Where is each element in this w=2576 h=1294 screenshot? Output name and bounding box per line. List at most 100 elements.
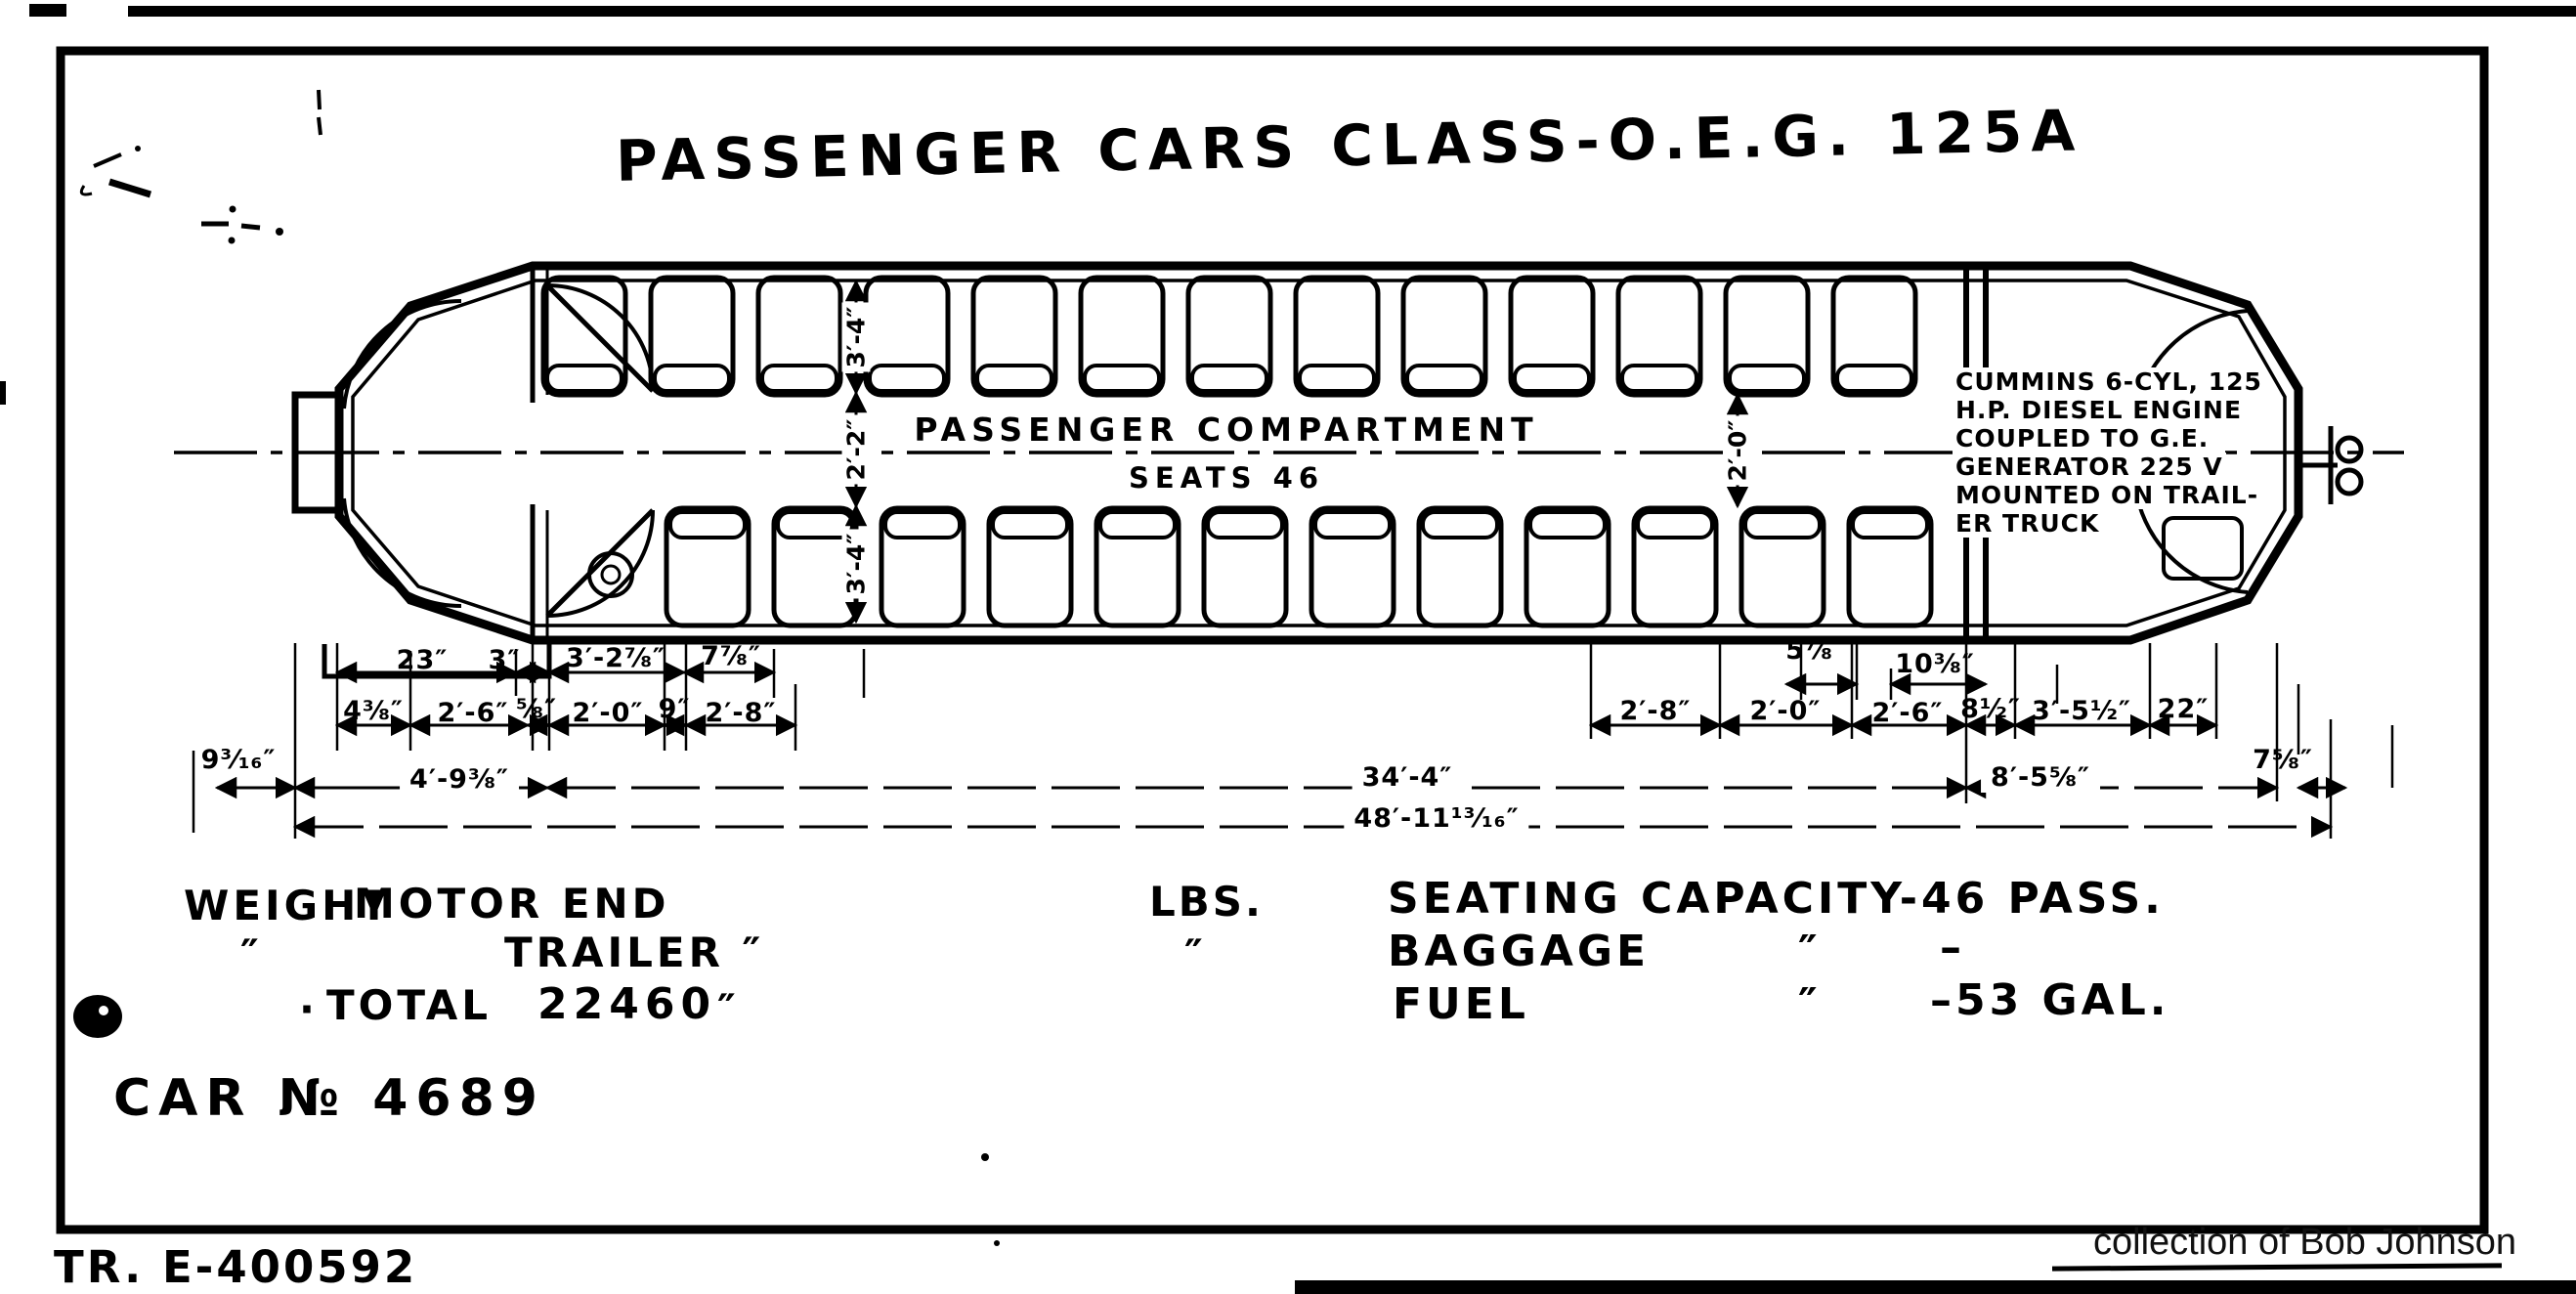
seat-back [1636,510,1714,539]
dimension-label: 5⅞″ [1785,635,1846,666]
pen-mark [93,152,122,168]
spec-weight-label: WEIGHT [184,882,392,929]
pen-dot [229,205,236,213]
dimension-label: 3″ [488,645,521,675]
door-swing-arc [342,298,462,410]
bottom-scan-bar [1295,1280,2576,1294]
seat [879,505,966,628]
ink-blot-hole [99,1006,108,1015]
seat-back [1851,510,1929,539]
spec-ditto: ″ [717,985,736,1033]
engine-note-line: CUMMINS 6-CYL, 125 [1953,367,2265,396]
dimension-label: 4⅜″ [343,696,404,726]
pen-mark [107,178,152,198]
door-leaf [545,508,655,618]
spec-ditto: ″ [240,930,259,978]
collection-credit: collection of Bob Johnson [2093,1222,2517,1263]
spec-trailer-label: TRAILER ″ [504,928,765,976]
top-scan-bar [128,6,2576,17]
spec-ditto: ″ [1798,927,1818,976]
seat-back [1206,510,1284,539]
seat-back [975,364,1053,393]
seat-back [1421,510,1499,539]
engine-note-line: COUPLED TO G.E. [1953,424,2212,453]
dimension-label: 3′-2⅞″ [566,643,665,673]
seat [1400,275,1488,398]
spec-fuel-label: FUEL [1393,979,1529,1029]
seat-back [545,364,623,393]
scan-artifacts [0,4,2576,1294]
seat-back [868,364,946,393]
seat-back [1405,364,1483,393]
dimension-label: 10⅜″ [1895,649,1975,679]
dimension-label: 2′-0″ [572,698,644,728]
door-swing-arc [2134,492,2249,594]
dimension-label: 2′-6″ [437,698,509,728]
pen-mark [79,185,93,196]
dimension-label: 9″ [658,694,691,724]
seat-back [653,364,731,393]
seat [1293,275,1381,398]
pen-dot [135,146,141,151]
seat [540,275,628,398]
spec-seating-label: SEATING CAPACITY-46 PASS. [1388,874,2165,924]
ink-blot [73,995,122,1038]
front-coupler [291,391,343,514]
seat [1830,275,1918,398]
seat-back [1298,364,1376,393]
seat-back [1728,364,1806,393]
pen-dot [981,1153,989,1161]
dimension-label: 2′-0″ [1723,415,1752,486]
engine-note: CUMMINS 6-CYL, 125 H.P. DIESEL ENGINE CO… [1953,367,2265,538]
stove-circle [587,551,634,598]
pen-mark [317,116,322,136]
dimension-label: 3′-4″ [841,302,871,372]
pen-mark [317,89,322,110]
spec-motor-end-label: MOTOR END [354,880,670,927]
seat [1201,505,1289,628]
seat-back [760,364,838,393]
pen-dot [276,228,283,236]
car-body [291,261,2364,679]
drawing-number: TR. E-400592 [54,1241,418,1293]
compartment-seats-label: SEATS 46 [1128,461,1325,495]
spec-fuel-value: –53 GAL. [1930,975,2170,1025]
seat-back [1528,510,1607,539]
seat [1846,505,1934,628]
dimension-label: 23″ [396,645,449,675]
seat [863,275,951,398]
dimension-label: ⅝″ [515,694,558,724]
spec-total-dot: · [299,985,315,1033]
seat-back [1620,364,1698,393]
pen-mark [240,223,261,231]
seat-back [668,510,747,539]
dimension-label: 2′-8″ [1619,696,1692,726]
spec-baggage-value: – [1940,923,1961,972]
seat [664,505,751,628]
seat [970,275,1058,398]
seat-back [1098,510,1177,539]
dimension-label: 9³⁄₁₆″ [200,745,277,775]
spec-total-value: 22460 [537,979,717,1029]
seat [1524,505,1611,628]
rear-coupler-circle [2335,435,2364,464]
seat [986,505,1074,628]
pen-dot [228,237,236,244]
seat [755,275,843,398]
seat [1416,505,1504,628]
engine-note-line: ER TRUCK [1953,509,2103,538]
dimension-label: 4′-9⅜″ [400,764,519,795]
dimension-label: 3′-5½″ [2032,696,2131,726]
seat [1508,275,1596,398]
dimension-label: 2′-0″ [1749,696,1822,726]
equipment-box [2162,516,2244,581]
dimension-label: 34′-4″ [1352,762,1463,793]
dimension-label: 8′-5⅝″ [1981,762,2100,793]
spec-lbs-label: LBS. [1149,878,1264,926]
dimension-label: 8½″ [1960,694,2021,724]
seat [1739,505,1826,628]
seat-back [1743,510,1822,539]
spec-ditto: ″ [1798,979,1818,1029]
dimension-label: 7⅞″ [701,641,761,671]
